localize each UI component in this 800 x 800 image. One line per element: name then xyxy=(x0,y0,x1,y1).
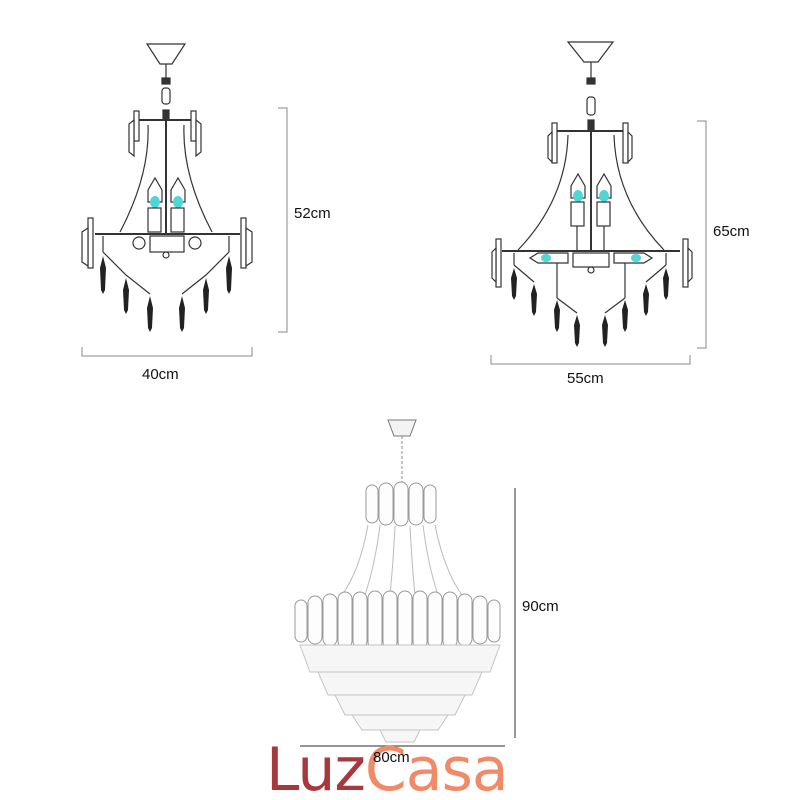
chandelier-small xyxy=(81,43,253,332)
dimension-lines-medium xyxy=(490,120,707,365)
height-label-medium: 65cm xyxy=(713,223,750,240)
width-label-small: 40cm xyxy=(142,366,179,383)
chandelier-large xyxy=(294,419,501,743)
logo-part-luz: Luz xyxy=(266,735,366,800)
height-label-large: 90cm xyxy=(522,598,559,615)
chandelier-medium xyxy=(491,41,693,347)
width-label-large: 80cm xyxy=(373,749,410,766)
logo-part-casa: Casa xyxy=(364,735,509,800)
dimension-lines-small xyxy=(81,107,288,357)
dimension-lines-large xyxy=(300,488,516,747)
width-label-medium: 55cm xyxy=(567,370,604,387)
brand-logo: LuzCasa xyxy=(266,740,509,800)
height-label-small: 52cm xyxy=(294,205,331,222)
